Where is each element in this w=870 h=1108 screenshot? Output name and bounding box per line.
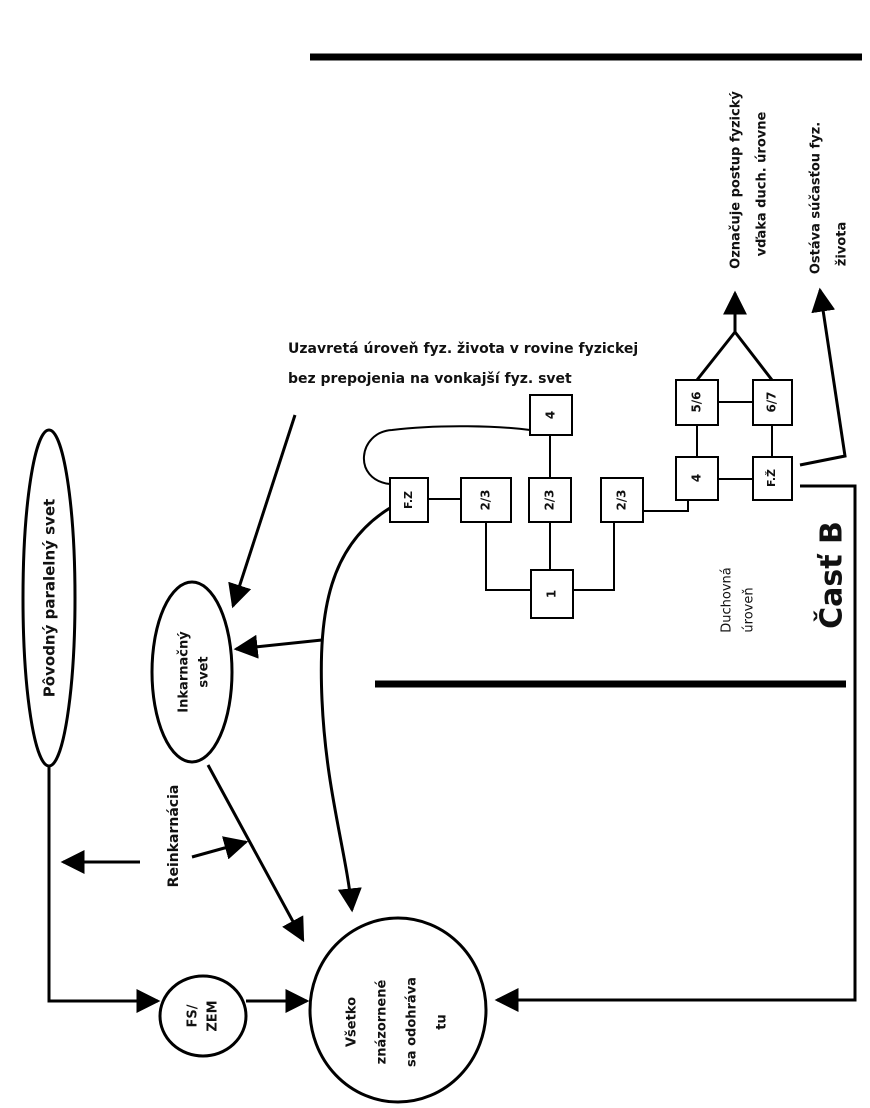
- box-2-3-a-label: 2/3: [479, 489, 493, 510]
- vsetko-label: Všetko znázornené sa odohráva tu: [345, 977, 450, 1067]
- box-4-right: [675, 456, 719, 501]
- box-1-label: 1: [545, 590, 559, 598]
- box-fz-label: F.Z: [402, 491, 415, 509]
- box-4-top: [529, 394, 573, 436]
- tree-connectors: [362, 401, 773, 591]
- ostava-line1: Ostáva súčasťou fyz.: [809, 122, 824, 274]
- box-5-6: [675, 379, 719, 426]
- inkarnacny-label: Inkarnačný svet: [177, 631, 212, 713]
- inkarnacny-line1: Inkarnačný: [177, 631, 192, 713]
- vsetko-line2: znázornené: [375, 979, 390, 1064]
- box-1: [530, 569, 574, 619]
- reinkarnacia-label: Reinkarnácia: [166, 785, 182, 888]
- inkarnacny-ellipse: [150, 580, 234, 764]
- box-5-6-label: 5/6: [690, 391, 704, 412]
- uzavreta-line2: bez prepojenia na vonkajší fyz. svet: [288, 371, 572, 387]
- fs-zem-label: FS/ ZEM: [186, 1000, 221, 1031]
- oznacuje-line1: Označuje postup fyzický: [729, 91, 744, 269]
- duchovna-line1: Duchovná: [720, 567, 735, 633]
- box-2-3-c: [600, 477, 644, 523]
- vsetko-line1: Všetko: [345, 997, 360, 1047]
- arrows: [47, 287, 857, 1013]
- vsetko-line3: sa odohráva: [405, 977, 420, 1067]
- box-6-7-label: 6/7: [765, 391, 779, 412]
- ostava-label: Ostáva súčasťou fyz. života: [809, 122, 850, 274]
- box-4-top-label: 4: [544, 411, 558, 419]
- box-2-3-b-label: 2/3: [543, 489, 557, 510]
- box-fzh-label: F.Ž: [765, 469, 778, 487]
- box-2-3-c-label: 2/3: [615, 489, 629, 510]
- vsetko-line4: tu: [435, 1014, 450, 1029]
- box-6-7: [752, 379, 793, 426]
- ostava-line2: života: [835, 222, 850, 266]
- box-fzh: [752, 456, 793, 501]
- vsetko-ellipse: [308, 916, 488, 1104]
- fs-line1: FS/: [186, 1004, 201, 1027]
- oznacuje-line2: vďaka duch. úrovne: [755, 112, 770, 257]
- uzavreta-line1: Uzavretá úroveň fyz. života v rovine fyz…: [288, 341, 638, 357]
- inkarnacny-line2: svet: [197, 656, 212, 687]
- povodny-label: Pôvodný paralelný svet: [41, 499, 59, 697]
- duchovna-label: Duchovná úroveň: [720, 567, 757, 633]
- fs-zem-ellipse: [158, 974, 248, 1058]
- box-4-right-label: 4: [690, 474, 704, 482]
- oznacuje-label: Označuje postup fyzický vďaka duch. úrov…: [729, 91, 770, 269]
- fs-line2: ZEM: [206, 1000, 221, 1031]
- duchovna-line2: úroveň: [742, 587, 757, 632]
- box-fz: [389, 477, 429, 523]
- box-2-3-a: [460, 477, 512, 523]
- cast-b-label: Časť B: [813, 521, 850, 629]
- box-2-3-b: [528, 477, 572, 523]
